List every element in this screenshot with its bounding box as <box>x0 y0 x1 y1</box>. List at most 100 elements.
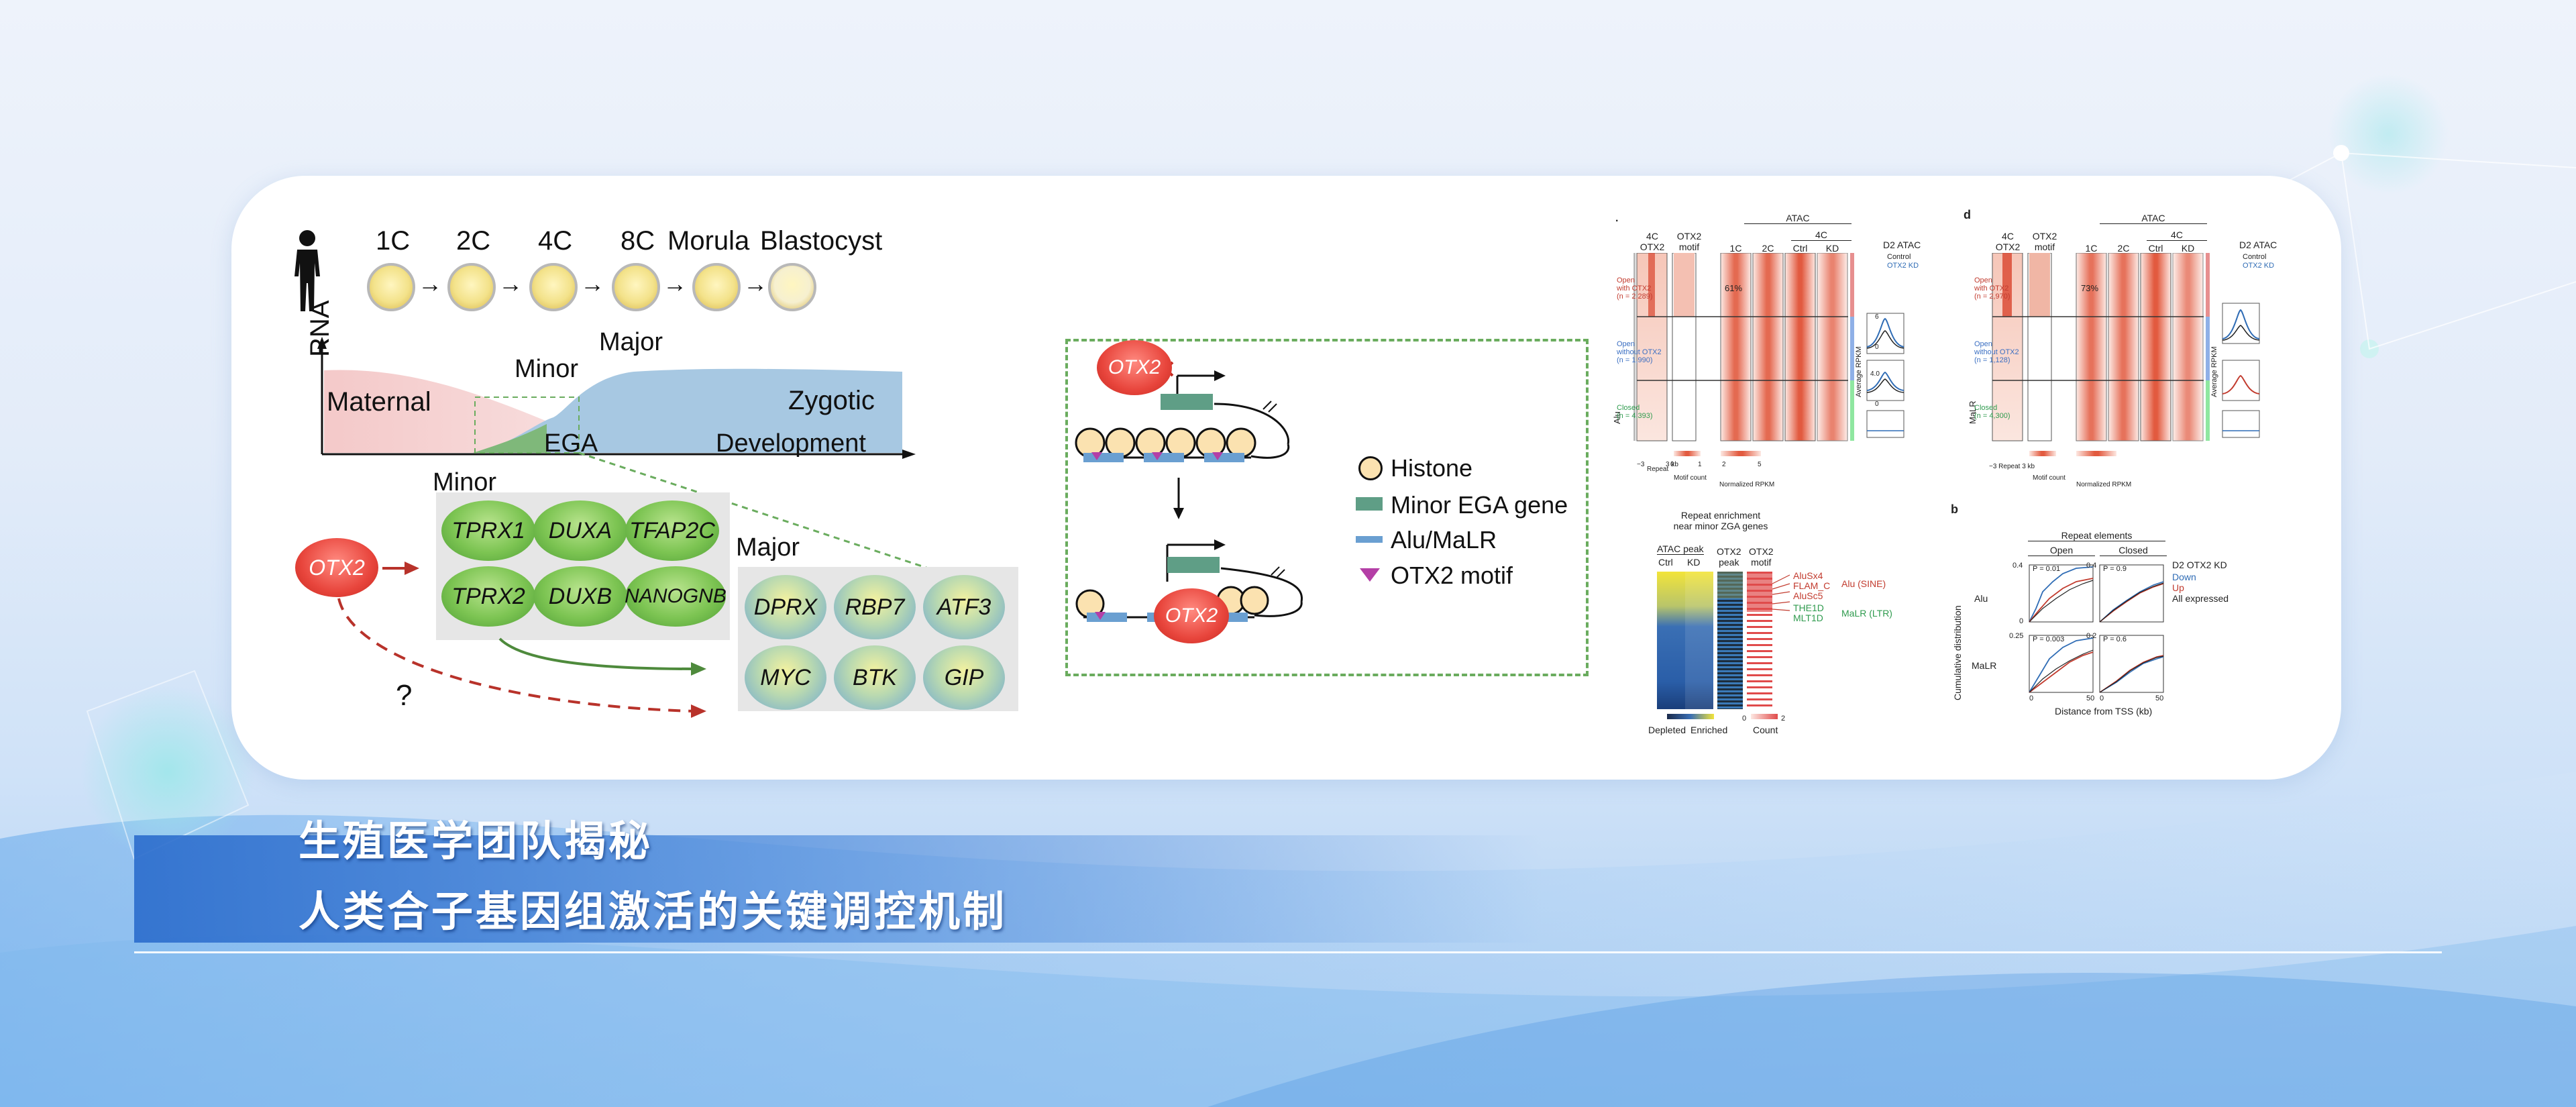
b-p4: P = 0.6 <box>2103 635 2127 643</box>
b-x0b: 0 <box>2100 694 2104 702</box>
embryo-icon-blastocyst <box>768 263 816 311</box>
b-ylabel: Cumulative distribution <box>1952 605 1963 700</box>
panel-d-heatmaps <box>1992 253 2260 456</box>
major-genes-label: Major <box>736 533 800 562</box>
c-d2-atac: D2 ATAC <box>1883 240 1921 250</box>
b-open: Open <box>2028 545 2095 556</box>
b-x50a: 50 <box>2086 694 2095 702</box>
stage-arrow-icon: → <box>580 270 604 297</box>
motif-legend-label: OTX2 motif <box>1391 562 1513 589</box>
c-scale0: 0 <box>1670 461 1674 468</box>
title-underline <box>134 951 2442 953</box>
embryo-icon-morula <box>692 263 741 311</box>
c-open-with: Open with OTX2 (n = 2,289) <box>1617 276 1653 301</box>
stage-label-morula: Morula <box>667 226 750 256</box>
b-p1: P = 0.01 <box>2033 565 2061 573</box>
major-gene-atf3: ATF3 <box>923 575 1005 639</box>
histone-legend-label: Histone <box>1391 454 1473 482</box>
depleted-label: Depleted <box>1648 725 1686 735</box>
alu-item: AluSx4 <box>1793 570 1823 581</box>
atac-col-kd: KD <box>2181 243 2195 254</box>
d-kd: OTX2 KD <box>2243 262 2275 270</box>
c-col-otx2: 4C OTX2 <box>1640 231 1665 252</box>
d-col-motif: OTX2 motif <box>2032 231 2057 252</box>
otx2-motif-label: OTX2 motif <box>1749 546 1774 568</box>
stage-label-4c: 4C <box>538 226 573 256</box>
major-gene-dprx: DPRX <box>745 575 826 639</box>
histone-icon <box>1105 427 1136 458</box>
histone-legend-icon <box>1358 456 1383 480</box>
atac-col-1c: 1C <box>2085 243 2098 254</box>
c-norm-rpkm: Normalized RPKM <box>1719 481 1775 488</box>
b-x0a: 0 <box>2029 694 2034 702</box>
d-control: Control <box>2243 253 2267 261</box>
c-avg-rpkm: Average RPKM <box>1855 346 1863 397</box>
enrich-title: Repeat enrichment near minor ZGA genes <box>1673 510 1768 531</box>
stage-label-8c: 8C <box>621 226 655 256</box>
figure-card: 1C→2C→4C→8C→Morula→Blastocyst RNA Matern… <box>231 176 2341 780</box>
c-control: Control <box>1887 253 1911 261</box>
d-open-with: Open with OTX2 (n = 2,970) <box>1974 276 2010 301</box>
d-open-without: Open without OTX2 (n = 1,128) <box>1974 340 2019 364</box>
atac-col-1c: 1C <box>1729 243 1742 254</box>
c-axis-left: −3 <box>1637 461 1645 468</box>
c-scale1: 1 <box>1698 461 1702 468</box>
embryo-icon-8c <box>612 263 660 311</box>
c-yt4: 0 <box>1875 401 1879 408</box>
otx2-peak-label: OTX2 peak <box>1717 546 1741 568</box>
b-closed: Closed <box>2100 545 2167 556</box>
alu-group-label: Alu (SINE) <box>1841 578 1886 589</box>
b-y04a: 0.4 <box>2012 562 2023 570</box>
mechanism-box <box>1065 339 1589 676</box>
major-gene-rbp7: RBP7 <box>834 575 916 639</box>
c-scale2: 2 <box>1722 461 1726 468</box>
atac-col-2c: 2C <box>2117 243 2130 254</box>
c-yt2: 0 <box>1875 344 1879 351</box>
c-axis-right: 3 kb <box>1666 461 1678 468</box>
stage-label-1c: 1C <box>376 226 411 256</box>
major-gene-myc: MYC <box>745 645 826 710</box>
major-gene-btk: BTK <box>834 645 916 710</box>
b-y02: 0.2 <box>2086 632 2097 640</box>
b-p3: P = 0.003 <box>2033 635 2065 643</box>
b-y04b: 0.4 <box>2086 562 2097 570</box>
histone-icon <box>1226 427 1256 458</box>
development-label: Development <box>716 429 866 458</box>
question-mark: ? <box>396 679 413 712</box>
b-xlabel: Distance from TSS (kb) <box>2055 706 2153 717</box>
rna-development-chart <box>317 337 943 574</box>
enriched-label: Enriched <box>1690 725 1728 735</box>
panel-b-cdf-plots <box>2029 564 2164 693</box>
alu-legend-label: Alu/MaLR <box>1391 526 1497 554</box>
c-scale5: 5 <box>1758 461 1762 468</box>
kd-col-label: KD <box>1687 557 1701 568</box>
minor-gene-tprx1: TPRX1 <box>441 500 535 561</box>
d-avg-rpkm: Average RPKM <box>2210 346 2218 397</box>
stage-label-blastocyst: Blastocyst <box>760 226 883 256</box>
b-title: Repeat elements <box>2028 530 2165 541</box>
enrichment-scale <box>1667 714 1778 719</box>
count-0: 0 <box>1742 715 1747 723</box>
panel-c-label: . <box>1615 213 1619 224</box>
c-closed: Closed (n = 4,393) <box>1617 404 1653 420</box>
maternal-label: Maternal <box>327 387 431 417</box>
atac-peak-label: ATAC peak <box>1657 543 1704 555</box>
b-legend-down: Down <box>2172 572 2196 582</box>
embryo-icon-4c <box>529 263 578 311</box>
title-band <box>134 835 1543 943</box>
motif-legend-icon <box>1360 568 1380 582</box>
count-label: Count <box>1753 725 1778 735</box>
stage-label-2c: 2C <box>456 226 491 256</box>
atac-col-kd: KD <box>1825 243 1839 254</box>
c-yt1: 6 <box>1875 313 1879 321</box>
d-atac-header: ATAC <box>2100 213 2207 224</box>
malr-item: THE1D <box>1793 602 1824 613</box>
c-axis-repeat: Repeat <box>1647 466 1669 473</box>
alu-item: FLAM_C <box>1793 580 1831 591</box>
atac-col-2c: 2C <box>1762 243 1774 254</box>
otx2-bubble: OTX2 <box>295 538 378 597</box>
b-legend-title: D2 OTX2 KD <box>2172 560 2227 570</box>
b-malr: MaLR <box>1972 660 1997 671</box>
count-2: 2 <box>1781 715 1786 723</box>
b-p2: P = 0.9 <box>2103 565 2127 573</box>
